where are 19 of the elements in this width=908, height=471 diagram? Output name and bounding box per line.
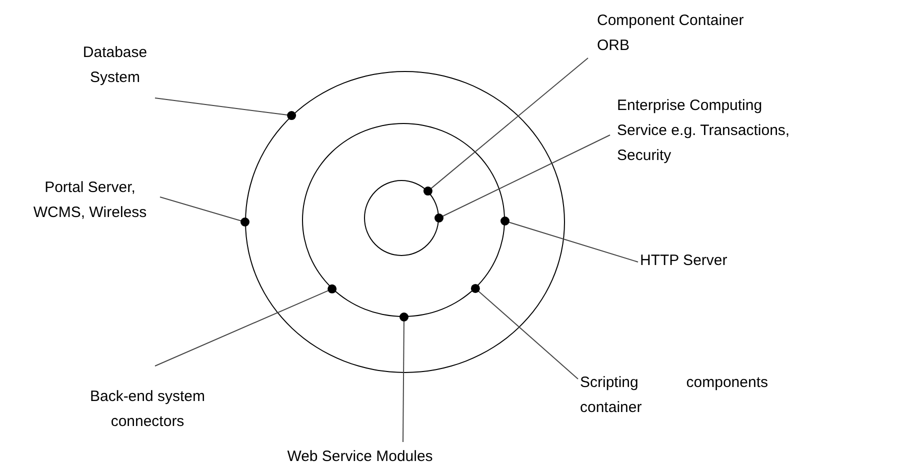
callout-label: Enterprise Computing Service e.g. Transactions, Security [617,93,802,168]
callout-label: Portal Server, WCMS, Wireless [25,175,155,225]
callout-label: Component Container ORB [597,8,772,58]
callout-label: Web Service Modules [255,444,465,469]
leader-line [154,284,337,366]
leader-line [423,58,588,196]
leader-line [500,216,638,262]
callout-label: Back-end system connectors [75,384,220,434]
ring-circle [302,123,505,317]
callout-label: HTTP Server [640,248,740,273]
leader-line [160,196,250,226]
leader-line [400,312,408,442]
leader-line [434,134,610,222]
callout-label: Scripting components container [580,370,768,420]
ring-circle [364,180,439,256]
leader-line [154,98,296,120]
callout-label: Database System [65,40,165,90]
leader-line [470,284,578,380]
ring-circle [245,71,565,373]
